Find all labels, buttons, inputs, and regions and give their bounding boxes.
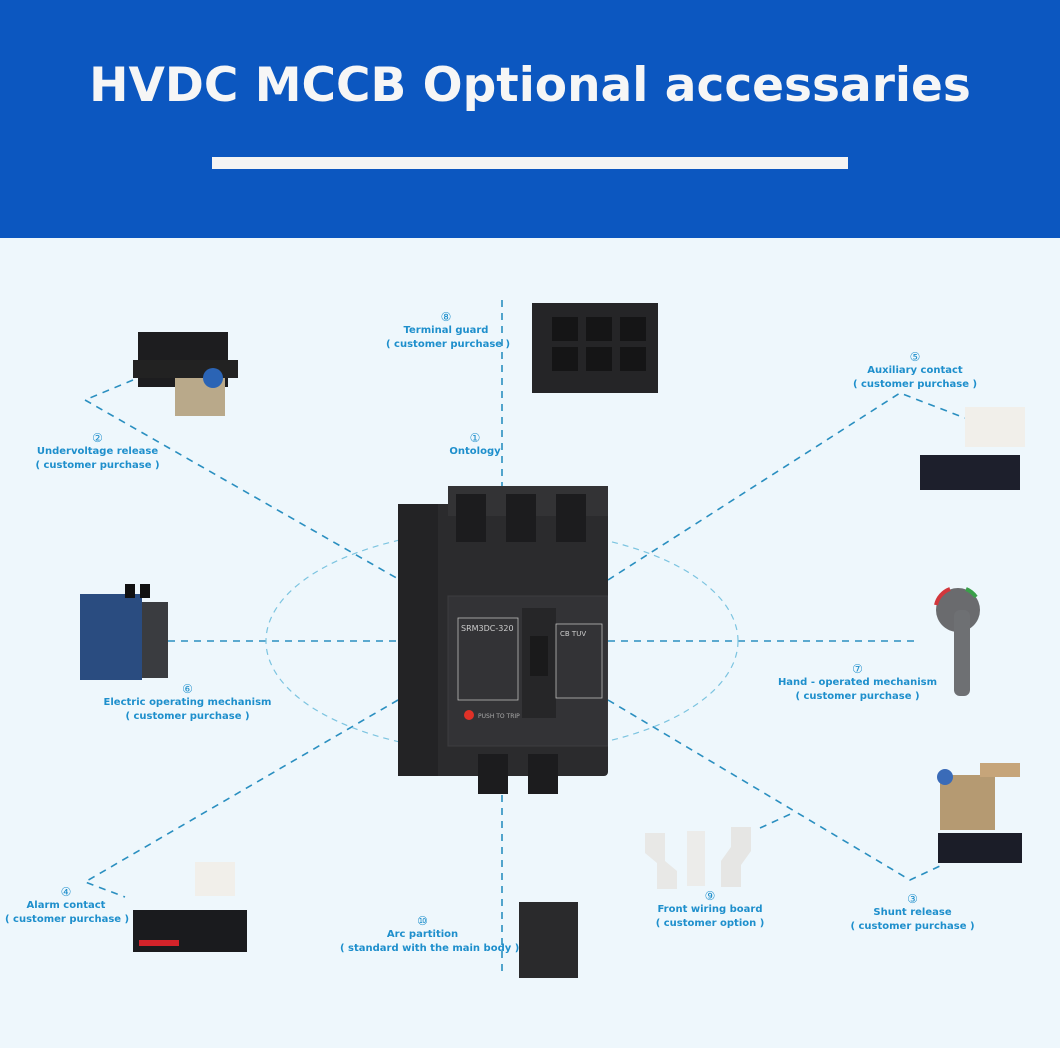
mccb-main-body: SRM3DC-320 CB TUV PUSH TO TRIP [398,486,609,794]
shunt-release-image [930,755,1025,865]
alarm-contact-image [133,858,248,953]
header-banner: HVDC MCCB Optional accessaries [0,0,1060,238]
front-wiring-board-image [643,825,753,890]
svg-text:CB TUV: CB TUV [560,630,586,638]
electric-operating-mechanism-image [80,582,170,682]
title-underline [212,157,848,169]
undervoltage-release-image [133,330,238,420]
page-title: HVDC MCCB Optional accessaries [89,58,971,113]
terminal-guard-image [532,303,658,398]
hand-operated-mechanism-image [930,585,985,700]
arc-partition-image [519,902,578,978]
auxiliary-contact-image [920,405,1025,490]
svg-text:PUSH TO TRIP: PUSH TO TRIP [478,713,520,720]
model-label: SRM3DC-320 [461,624,514,633]
